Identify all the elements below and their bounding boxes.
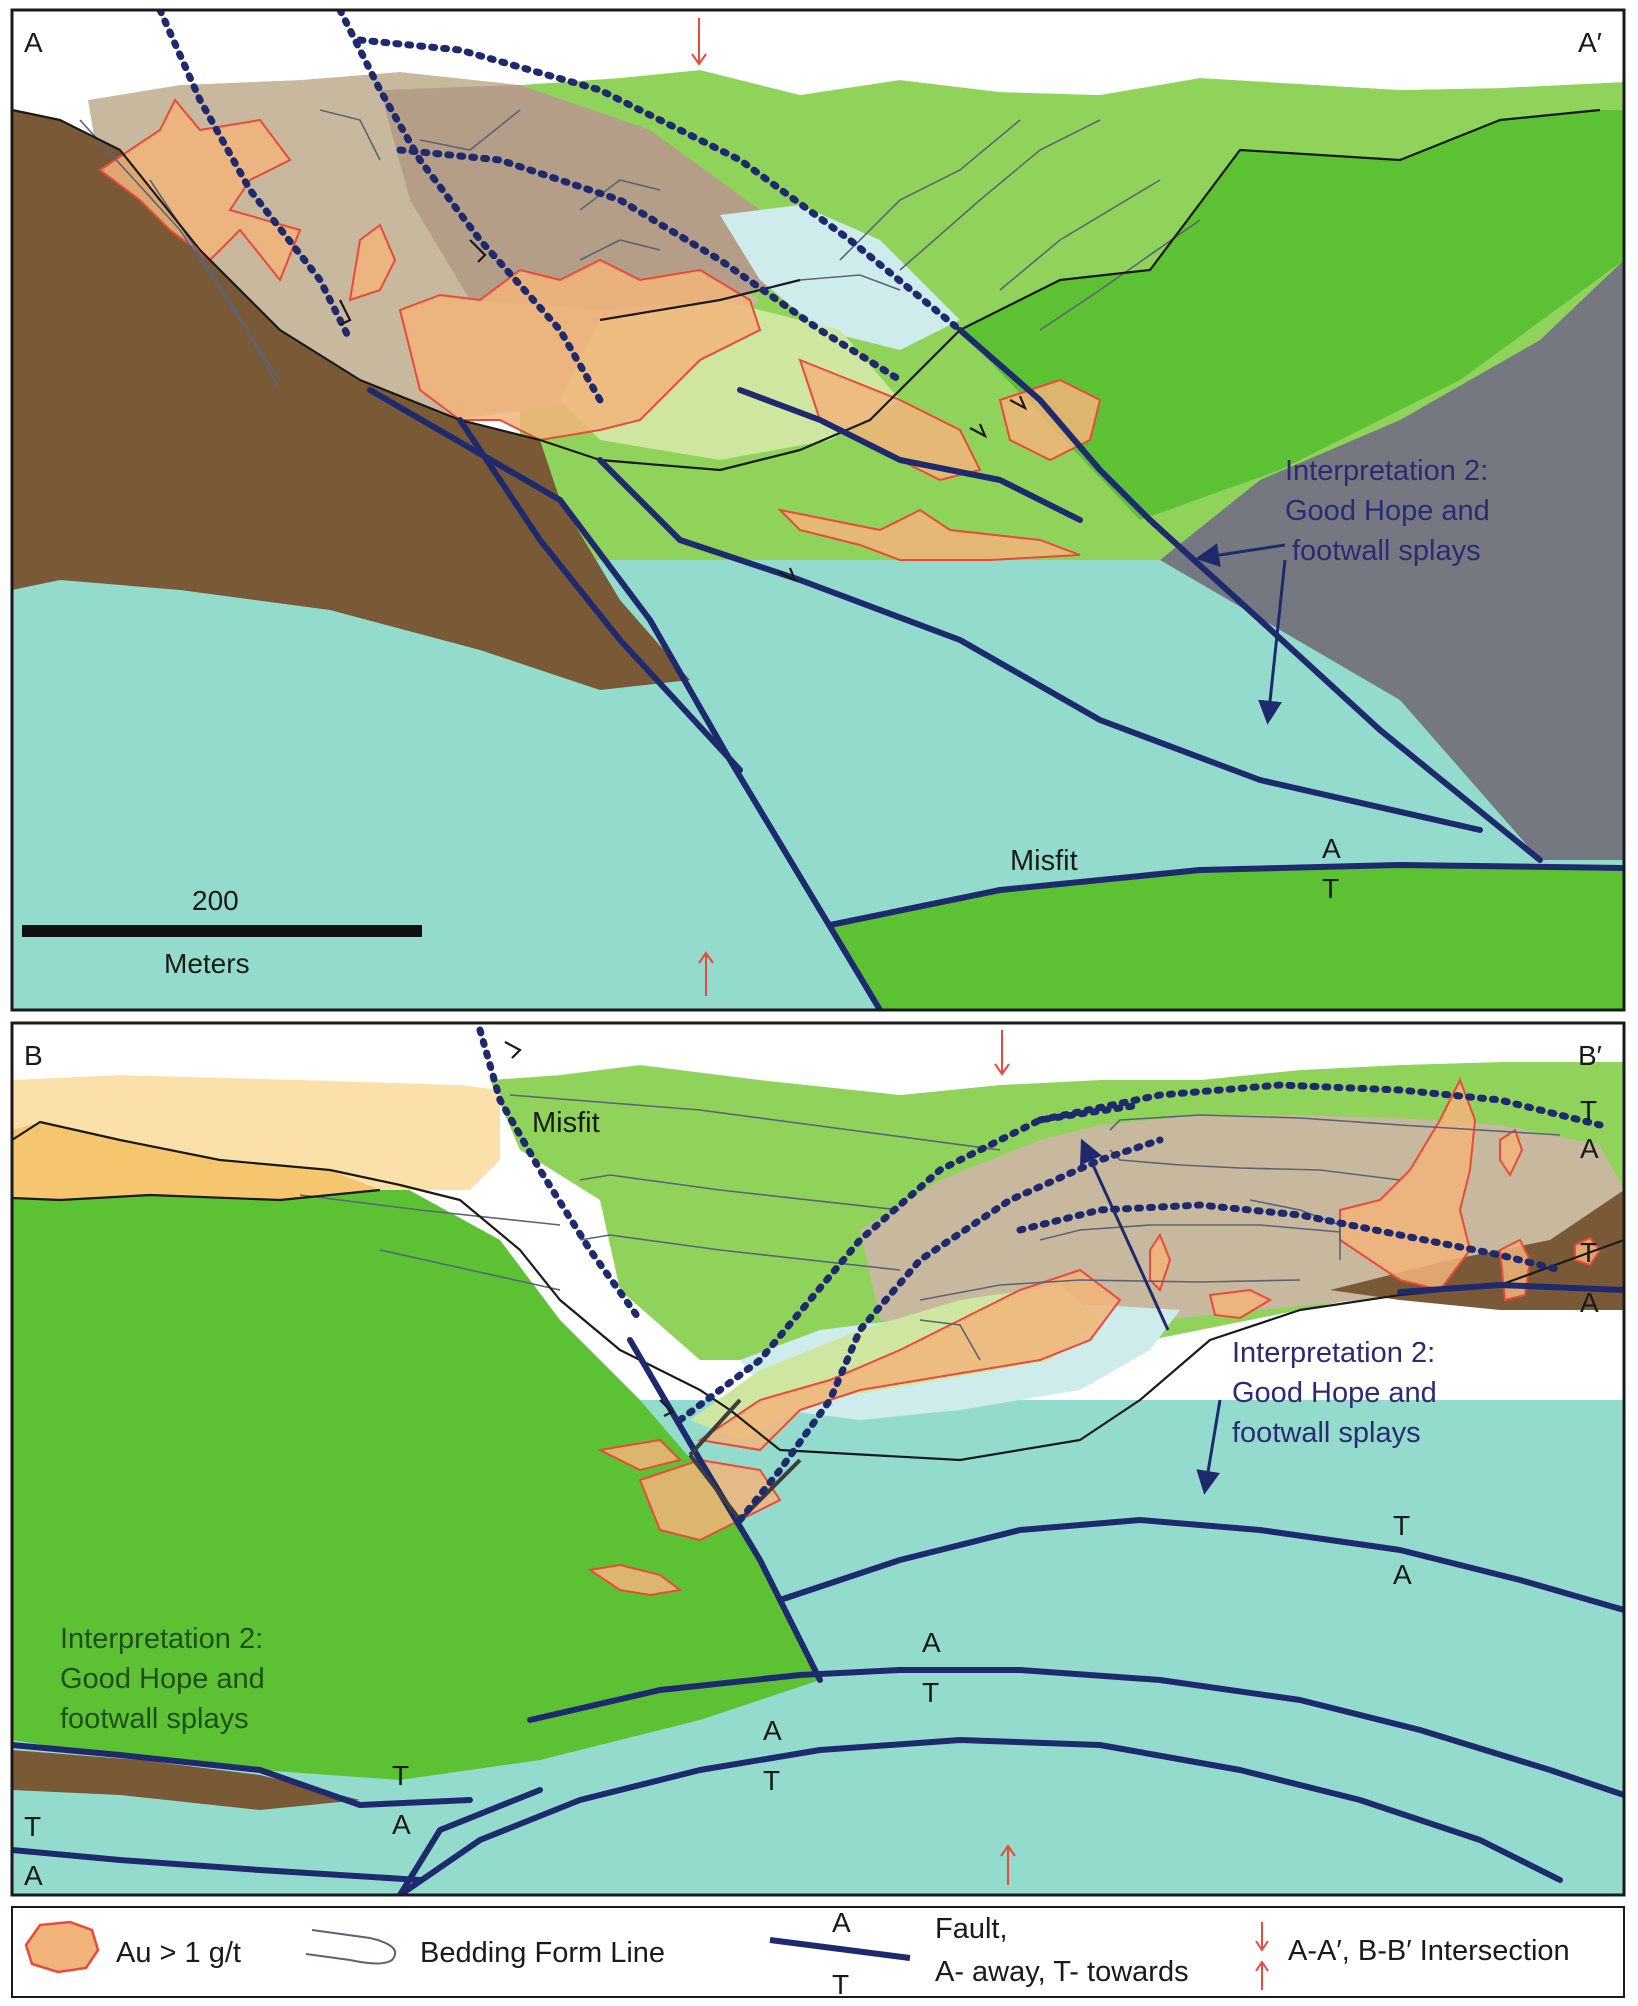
down-arrow-icon-b: [994, 1030, 1010, 1076]
ta-right1-a: A: [1580, 1133, 1599, 1164]
section-b-panel: [12, 1023, 1624, 1895]
misfit-b-label: Misfit: [532, 1107, 600, 1139]
down-arrow-icon: [691, 18, 707, 66]
interpretation-a-line1: Interpretation 2:: [1285, 455, 1488, 487]
legend-intersection-label: A-A′, B-B′ Intersection: [1288, 1935, 1570, 1967]
at-center-a: A: [922, 1627, 941, 1658]
interpretation-b-left-line2: Good Hope and: [60, 1663, 265, 1695]
at-lower-a: A: [763, 1715, 782, 1746]
interpretation-b-right-line1: Interpretation 2:: [1232, 1337, 1435, 1369]
contacts-b: [12, 1120, 1624, 1462]
sand-unit: [12, 1122, 380, 1200]
corner-b-label: B: [24, 1040, 43, 1071]
at-center-t: T: [922, 1677, 939, 1708]
au-zones-b: [587, 1077, 1602, 1597]
corner-a-prime-label: A′: [1578, 27, 1602, 58]
section-a-panel: [12, 10, 1624, 1010]
pale-cyan-lens: [720, 205, 960, 350]
ta-edge-t: T: [24, 1811, 41, 1842]
ta-mid-t: T: [1393, 1510, 1410, 1541]
interpretation-b-right-line3: footwall splays: [1232, 1417, 1421, 1449]
dark-green-unit: [960, 110, 1624, 520]
bedding-line-icon: [305, 1929, 397, 1965]
ta-edge-a: A: [24, 1860, 43, 1891]
fault-line-icon: [769, 1937, 911, 1961]
brown-unit: [12, 110, 690, 690]
contacts-a: [12, 108, 1601, 472]
legend: Au > 1 g/t Bedding Form Line A T Fault, …: [11, 1906, 1625, 2000]
interpretation-b-right-line2: Good Hope and: [1232, 1377, 1437, 1409]
interpretation-a-line2: Good Hope and: [1285, 495, 1490, 527]
ta-right2-t: T: [1580, 1237, 1597, 1268]
up-arrow-icon: [698, 951, 714, 996]
up-arrow-icon-b: [1000, 1844, 1016, 1885]
fault-a-towards-label: T: [1322, 873, 1339, 904]
scale-bar: [22, 925, 422, 937]
bedding-lines-a: [79, 109, 1201, 391]
legend-au-label: Au > 1 g/t: [116, 1937, 241, 1969]
legend-fault-line2: A- away, T- towards: [935, 1956, 1189, 1988]
ta-mid-a: A: [1393, 1559, 1412, 1590]
legend-fault-line1: Fault,: [935, 1913, 1008, 1945]
misfit-fault-a: [827, 862, 1624, 928]
ore-zone-icon: [24, 1920, 100, 1974]
au-zones-a: [98, 98, 1102, 561]
scale-value: 200: [192, 885, 239, 916]
brown-unit-b-left: [12, 1750, 360, 1810]
scale-unit: Meters: [164, 948, 250, 979]
half-arrow-icon-b: [504, 1041, 674, 1417]
interpretation-b-left-line3: footwall splays: [60, 1703, 249, 1735]
faults-a: [367, 327, 1624, 1010]
interpretation-faults-b: [476, 1026, 1604, 1524]
dark-green-unit-b: [12, 1150, 820, 1780]
legend-fault-a: A: [832, 1907, 851, 1938]
corner-b-prime-label: B′: [1578, 1040, 1602, 1071]
interpretation-arrows-b: [1080, 1138, 1222, 1495]
ta-left-t: T: [392, 1760, 409, 1791]
interpretation-faults-a: [156, 10, 964, 404]
green-bottom-unit: [830, 865, 1624, 1010]
interpretation-a-line3: footwall splays: [1292, 535, 1481, 567]
corner-a-label: A: [24, 27, 43, 58]
ta-right2-a: A: [1580, 1287, 1599, 1318]
half-arrow-icon: [339, 239, 1028, 583]
ta-left-a: A: [392, 1809, 411, 1840]
fault-a-away-label: A: [1322, 833, 1341, 864]
misfit-a-label: Misfit: [1010, 845, 1078, 877]
grey-unit: [1160, 260, 1624, 860]
bedding-lines-b: [299, 1094, 1561, 1361]
intersection-arrows-icon: [1255, 1922, 1269, 1990]
legend-fault-t: T: [832, 1969, 849, 2000]
interpretation-b-left-line1: Interpretation 2:: [60, 1623, 263, 1655]
faults-b: [12, 1282, 1624, 1895]
ta-right1-t: T: [1580, 1095, 1597, 1126]
at-lower-t: T: [763, 1765, 780, 1796]
pale-sand-unit: [12, 1075, 500, 1190]
legend-bedding-label: Bedding Form Line: [420, 1937, 665, 1969]
interpretation-arrows-a: [1195, 543, 1287, 725]
